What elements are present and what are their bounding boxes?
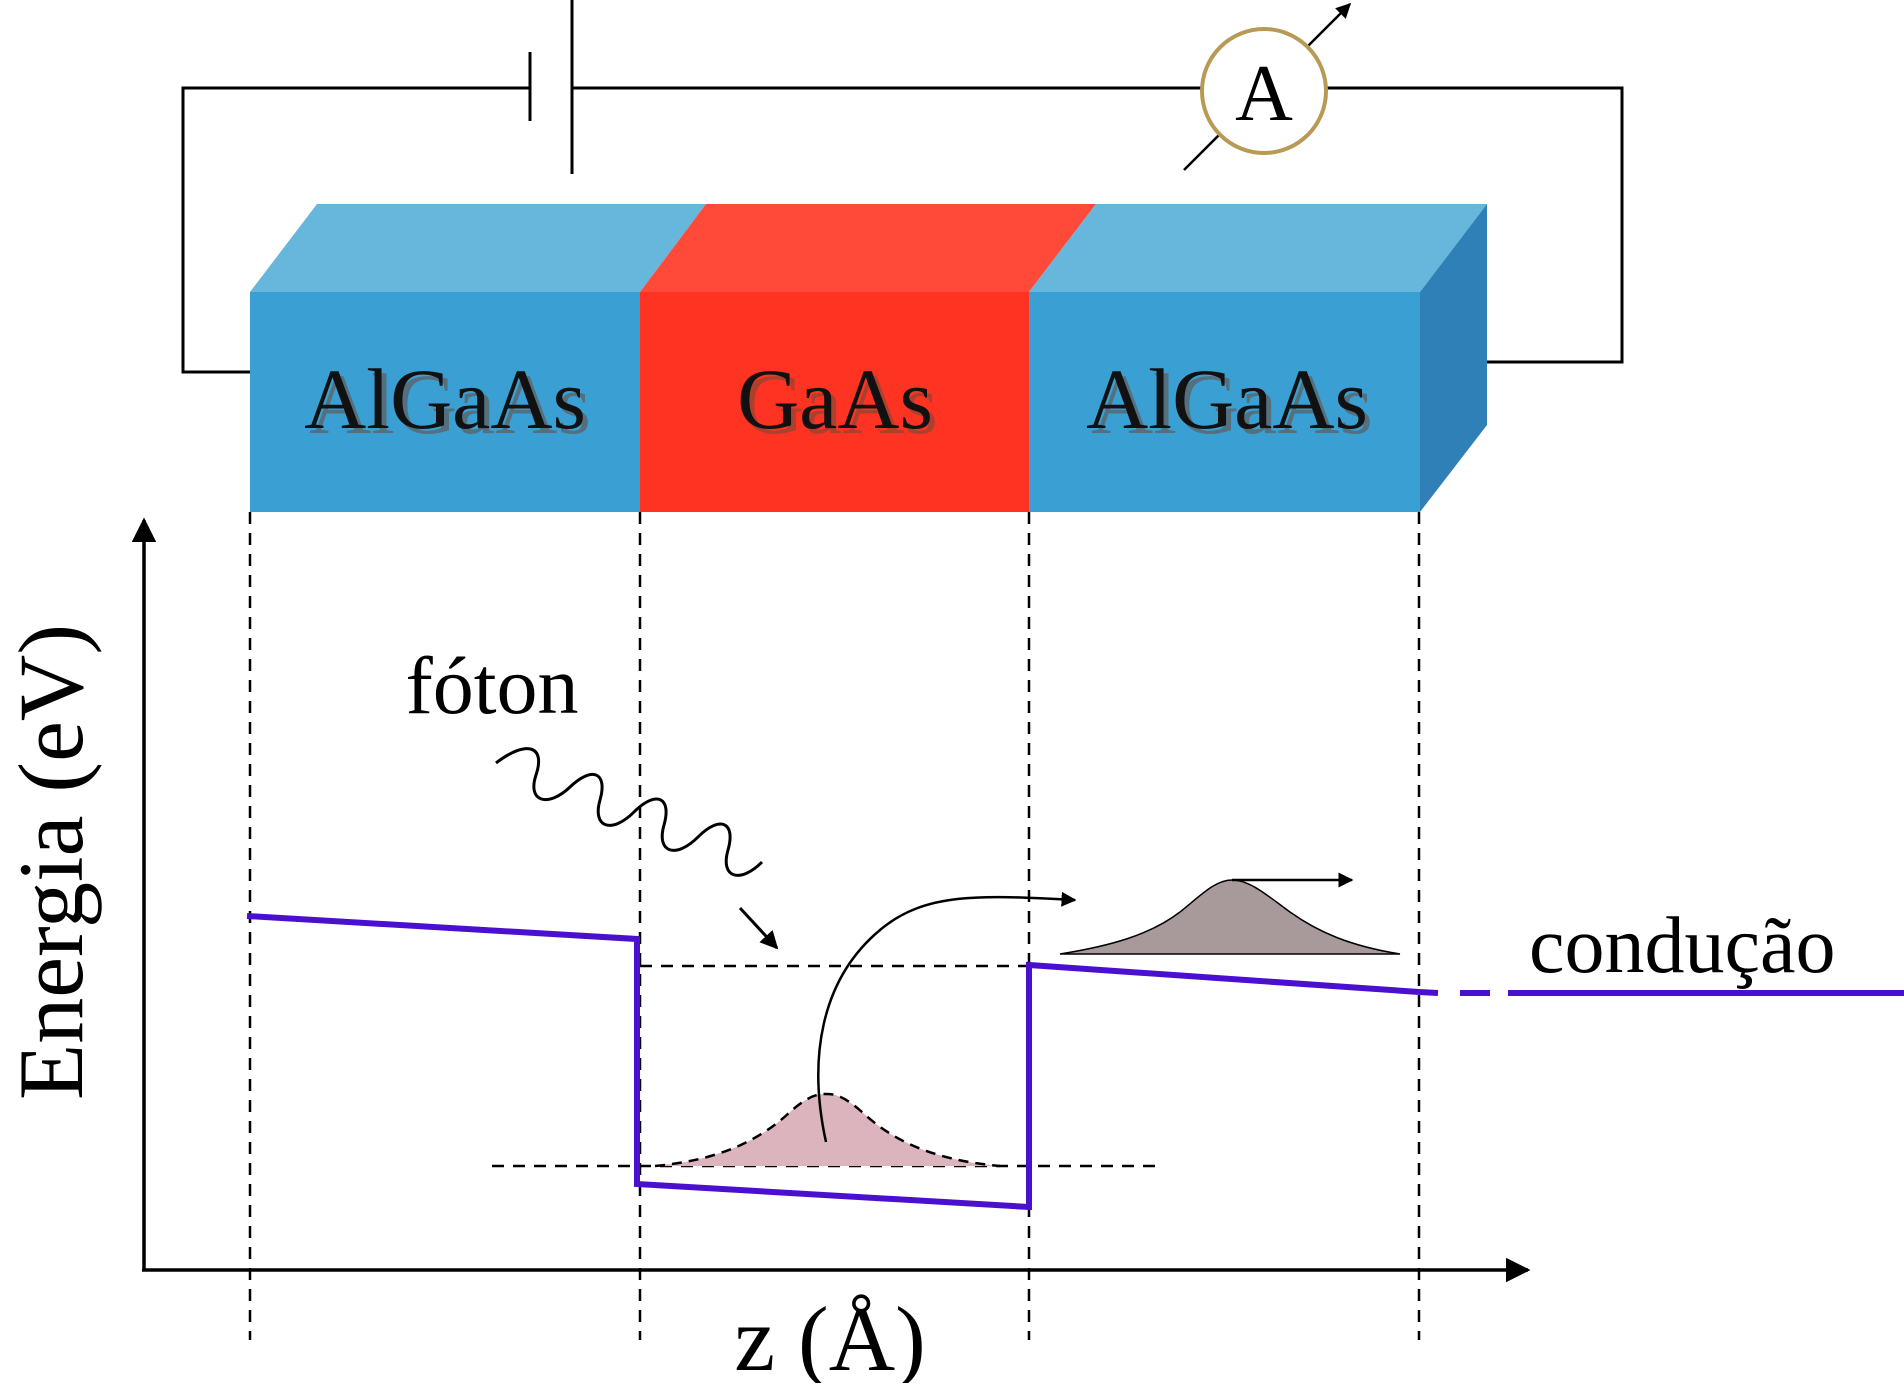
ammeter-label: A: [1235, 50, 1293, 138]
band-profile: [246, 913, 1420, 1211]
ammeter-ring: [1200, 27, 1328, 155]
side-face-right: [1420, 204, 1487, 512]
free-state: [1059, 872, 1401, 955]
band-dash-1: [1418, 989, 1439, 996]
photon-arrow: [738, 906, 779, 950]
x-axis-label: z (Å): [734, 1288, 926, 1383]
layer-algaas-left: [250, 292, 640, 512]
top-face-left: [250, 204, 706, 292]
layer-label-shadow-middle: GaAs: [742, 356, 938, 452]
conduction-band: [246, 913, 1904, 1211]
layer-label-left: AlGaAs: [304, 351, 586, 447]
escape-arrow: [817, 891, 1077, 1143]
band-label: condução: [1529, 902, 1836, 990]
y-axis-label: Energia (eV): [0, 624, 102, 1100]
top-face-right: [1029, 204, 1487, 292]
layer-label-shadow-right: AlGaAs: [1091, 356, 1373, 452]
left-wire: [181, 86, 530, 374]
free-wavefunction: [1059, 879, 1401, 955]
bound-wavefunction-outline: [654, 1092, 1001, 1168]
photon-wave: [495, 747, 764, 877]
layer-label-middle: GaAs: [737, 351, 933, 447]
heterostructure: AlGaAs AlGaAs GaAs GaAs AlGaAs AlGaAs: [250, 204, 1487, 512]
top-face-middle: [640, 204, 1096, 292]
circuit: [181, 0, 1624, 374]
layer-label-shadow-left: AlGaAs: [309, 356, 591, 452]
right-wire: [1327, 86, 1624, 364]
ammeter: A: [1183, 2, 1352, 171]
layer-label-right: AlGaAs: [1086, 351, 1368, 447]
bound-wavefunction: [655, 1094, 1000, 1166]
axes: Energia (eV) z (Å): [0, 517, 1531, 1388]
bound-state: [492, 1092, 1162, 1168]
layer-gaas-well: [640, 292, 1029, 512]
photon: fóton: [405, 640, 779, 950]
layer-algaas-right: [1029, 292, 1420, 512]
photon-label: fóton: [405, 640, 578, 731]
interface-guides: [248, 512, 1421, 1340]
